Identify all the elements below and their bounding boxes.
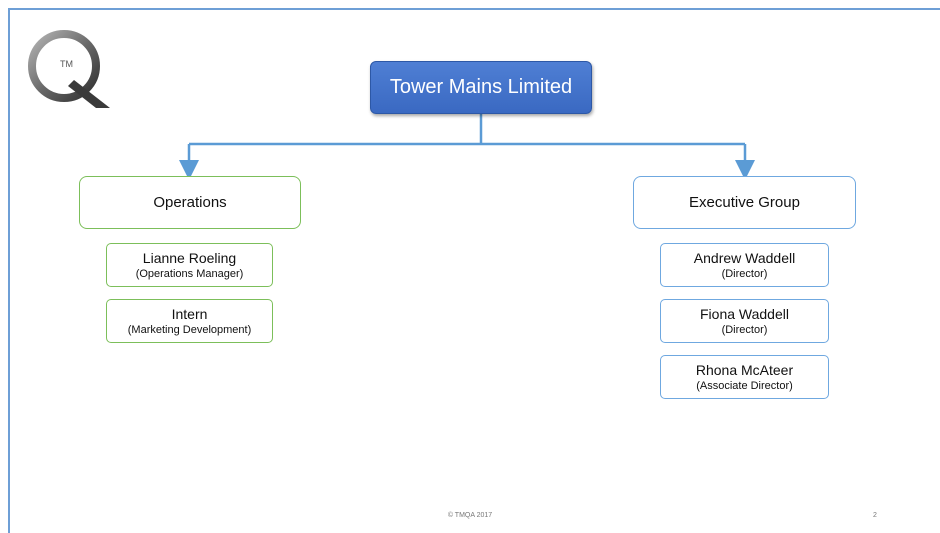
trademark-label: TM [60, 59, 73, 69]
member-name: Fiona Waddell [700, 305, 789, 322]
member-role: (Marketing Development) [127, 323, 252, 336]
member-node-lianne-roeling: Lianne Roeling (Operations Manager) [106, 243, 273, 287]
root-node-company: Tower Mains Limited [370, 61, 592, 114]
member-role: (Director) [721, 323, 768, 336]
company-logo: TM [22, 28, 122, 110]
member-node-andrew-waddell: Andrew Waddell (Director) [660, 243, 829, 287]
member-node-rhona-mcateer: Rhona McAteer (Associate Director) [660, 355, 829, 399]
group-node-operations: Operations [79, 176, 301, 229]
member-name: Andrew Waddell [693, 249, 796, 266]
footer-page-number: 2 [873, 512, 877, 519]
member-name: Intern [171, 305, 208, 322]
member-role: (Associate Director) [696, 379, 793, 392]
slide-border-top [8, 8, 940, 10]
group-node-executive: Executive Group [633, 176, 856, 229]
slide-border-left [8, 8, 10, 533]
member-node-intern: Intern (Marketing Development) [106, 299, 273, 343]
q-logo-icon [28, 30, 110, 108]
member-name: Lianne Roeling [142, 249, 237, 266]
member-role: (Operations Manager) [135, 267, 244, 280]
footer-copyright: © TMQA 2017 [447, 512, 493, 519]
member-node-fiona-waddell: Fiona Waddell (Director) [660, 299, 829, 343]
member-role: (Director) [721, 267, 768, 280]
member-name: Rhona McAteer [695, 361, 794, 378]
